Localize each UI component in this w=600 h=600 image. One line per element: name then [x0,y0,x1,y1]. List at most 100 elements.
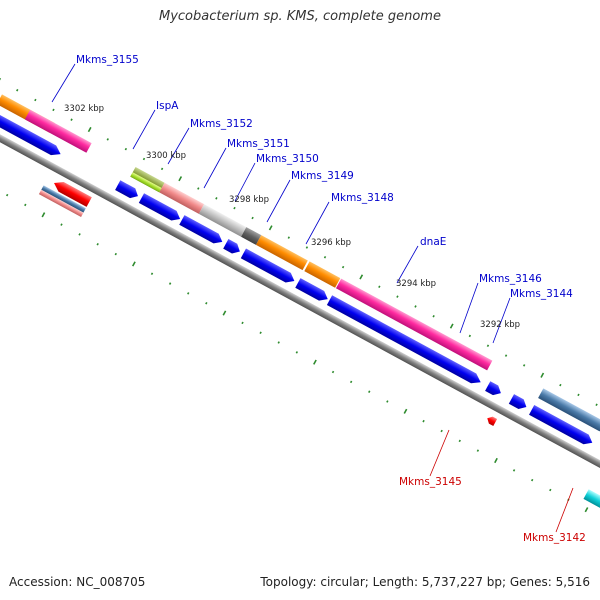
ruler-tick-outer [52,108,55,112]
ruler-tick-inner [114,252,117,256]
gene-label-ispa[interactable]: IspA [156,100,179,112]
ruler-tick-outer [378,285,381,289]
feature-bar-ispa-lower[interactable] [130,172,162,193]
ruler-tick-outer [197,187,200,190]
ruler-tick-outer [268,225,273,231]
ruler-tick-inner [403,408,408,414]
feature-bar-mkms-3151[interactable] [198,204,247,237]
gene-arrow-mkms-3146[interactable] [485,381,503,398]
ruler-tick-outer [70,118,73,121]
ruler-tick-outer [106,138,109,141]
ruler-tick-inner [331,370,335,374]
gene-label-mkms-3152[interactable]: Mkms_3152 [190,118,253,130]
ruler-tick-outer [124,147,128,151]
gene-callouts [51,63,574,533]
ruler-tick-outer [522,364,526,367]
accession-text: Accession: NC_008705 [9,575,146,589]
ruler-tick-outer [540,372,545,378]
kbp-label-3298: 3298 kbp [229,195,269,205]
gene-label-mkms-3149[interactable]: Mkms_3149 [291,170,354,182]
feature-track-reverse [38,185,600,538]
gene-arrow-mkms-3145[interactable] [485,415,498,427]
ruler-tick-outer [323,256,327,259]
feature-bar-mkms-3152[interactable] [159,182,205,214]
gene-arrow-mkms-3145-block[interactable] [508,394,529,412]
gene-label-dnae[interactable]: dnaE [420,236,446,248]
ruler-tick-inner [368,390,371,393]
ruler-tick-inner [41,212,46,218]
gene-track-reverse [51,178,498,427]
feature-bar-mkms-3155[interactable] [24,109,92,153]
feature-bar-mkms-3142[interactable] [583,489,600,538]
ruler-tick-inner [494,457,498,464]
ruler-tick-outer [396,295,399,298]
ruler-tick-outer [287,236,290,239]
ruler-tick-outer [34,98,37,102]
ticks-inner [5,193,589,513]
gene-arrow-mkms-3149[interactable] [240,248,297,286]
ruler-tick-outer [142,157,146,161]
ruler-tick-inner [295,351,299,354]
gene-label-mkms-3148[interactable]: Mkms_3148 [331,192,394,204]
kbp-label-3300: 3300 kbp [146,151,186,161]
ruler-tick-outer [341,265,345,269]
feature-track-forward [0,94,600,432]
genome-backbone [0,116,600,505]
gene-arrow-dnae[interactable] [326,295,483,387]
feature-bar-reverse-lower[interactable] [38,189,84,218]
kbp-labels: 3302 kbp 3300 kbp 3298 kbp 3296 kbp 3294… [64,104,520,330]
ruler-tick-inner [386,400,389,403]
gene-arrow-ispa[interactable] [115,180,140,201]
ruler-tick-inner [168,282,172,285]
gene-label-mkms-3142[interactable]: Mkms_3142 [523,532,586,544]
ruler-tick-inner [150,272,154,275]
gene-label-mkms-3145[interactable]: Mkms_3145 [399,476,462,488]
ruler-tick-inner [313,359,317,365]
gene-arrow-mkms-3152[interactable] [138,193,183,224]
ruler-tick-outer [16,88,19,92]
ruler-tick-inner [549,488,552,492]
gene-label-mkms-3155[interactable]: Mkms_3155 [76,54,139,66]
ruler-tick-inner [78,233,81,236]
gene-label-mkms-3151[interactable]: Mkms_3151 [227,138,290,150]
gene-arrow-mkms-3151[interactable] [179,215,225,247]
ruler-tick-outer [215,197,218,200]
ruler-tick-outer [486,344,490,348]
ruler-tick-outer [414,305,417,308]
feature-bar-mkms-3144[interactable] [538,388,600,432]
gene-track-forward [0,111,595,448]
page-title: Mycobacterium sp. KMS, complete genome [159,9,441,24]
feature-bar-dnae[interactable] [335,278,493,371]
ruler-tick-inner [222,310,227,316]
gene-arrow-mkms-3150[interactable] [223,239,242,256]
kbp-label-3296: 3296 kbp [311,238,351,248]
feature-bar-mkms-3150[interactable] [241,227,262,245]
gene-label-mkms-3150[interactable]: Mkms_3150 [256,153,319,165]
ruler-tick-outer [178,176,183,182]
kbp-label-3292: 3292 kbp [480,320,520,330]
gene-arrow-mkms-3148[interactable] [295,278,330,304]
ruler-tick-outer [305,246,309,249]
ruler-tick-outer [559,383,562,387]
feature-bar-mkms-3149[interactable] [255,235,308,271]
ruler-tick-inner [584,507,589,513]
ruler-tick-outer [577,393,580,397]
gene-arrow[interactable] [0,111,63,159]
feature-bar-mkms-3148[interactable] [304,261,341,288]
ruler-tick-outer [432,315,435,318]
gene-label-mkms-3146[interactable]: Mkms_3146 [479,273,542,285]
ruler-tick-outer [359,274,364,280]
ruler-tick-outer [251,216,254,220]
feature-bar-reverse[interactable] [41,185,86,213]
ruler-tick-outer [468,334,472,338]
gene-arrow-reverse[interactable] [51,178,92,207]
gene-label-mkms-3144[interactable]: Mkms_3144 [510,288,573,300]
ruler-tick-inner [187,292,190,295]
genome-summary-text: Topology: circular; Length: 5,737,227 bp… [260,575,590,589]
ruler-tick-inner [96,242,99,246]
gene-arrow-mkms-3144[interactable] [529,405,595,448]
ruler-tick-outer [0,77,2,83]
ruler-tick-inner [241,321,244,325]
